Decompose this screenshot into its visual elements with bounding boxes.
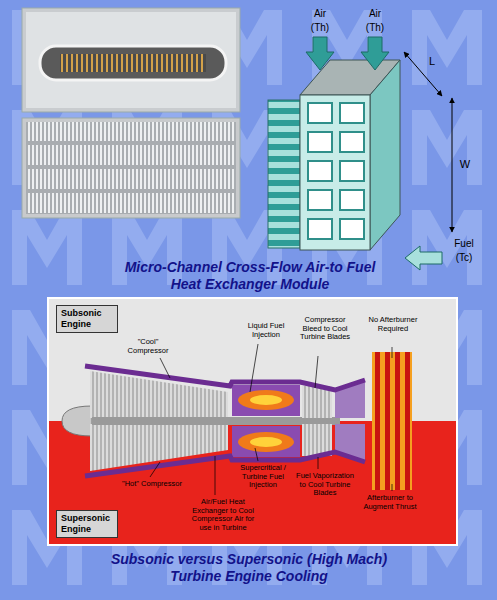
engine-tag: Subsonic Engine: [56, 305, 118, 333]
part-label: Supercritical / Turbine Fuel Injection: [232, 464, 294, 490]
part-label: No Afterburner Required: [366, 316, 420, 333]
part-label: Liquid Fuel Injection: [240, 322, 292, 339]
flow-label: Air: [360, 8, 390, 20]
flow-label: Air: [305, 8, 335, 20]
fuel-channels: [308, 103, 364, 239]
part-label: Fuel Vaporization to Cool Turbine Blades: [296, 472, 354, 498]
combustor: [232, 385, 300, 416]
nose-cone: [62, 406, 92, 436]
afterburner: [372, 352, 412, 490]
photo-frame: [22, 8, 240, 112]
channel-slot: [40, 46, 226, 80]
engine-panel: [48, 298, 457, 545]
photo-ground: [26, 12, 236, 108]
part-label: "Hot" Compressor: [122, 480, 182, 489]
dimension-label: W: [458, 158, 472, 171]
part-label: Compressor Bleed to Cool Turbine Blades: [296, 316, 354, 342]
width-dimension: [452, 98, 453, 232]
photo-frame: [22, 118, 240, 218]
air-arrow: [361, 37, 389, 70]
front-face: [300, 95, 370, 250]
temperature-label: (Th): [305, 22, 335, 34]
leader-lines: [150, 344, 392, 495]
fuel-arrow: [405, 246, 442, 270]
caption: Subsonic versus Supersonic (High Mach) T…: [108, 551, 390, 585]
length-dimension: [404, 52, 442, 96]
caption: Micro-Channel Cross-Flow Air-to Fuel Hea…: [115, 259, 385, 293]
engine-tag: Supersonic Engine: [56, 510, 118, 538]
part-label: "Cool" Compressor: [118, 338, 178, 355]
air-arrow: [306, 37, 334, 70]
dimension-label: L: [425, 55, 439, 68]
air-fins: [268, 100, 300, 248]
node-text: Supersonic Engine: [61, 513, 113, 535]
temperature-label: (Th): [360, 22, 390, 34]
flow-label: Fuel: [447, 238, 481, 250]
casing: [85, 366, 365, 390]
side-face: [370, 60, 400, 250]
part-label: Air/Fuel Heat Exchanger to Cool Compress…: [186, 498, 260, 533]
shaft: [92, 417, 340, 425]
node-text: Subsonic Engine: [61, 308, 113, 330]
combustor: [232, 426, 300, 457]
micro-fins: [60, 54, 206, 72]
flame-core: [250, 437, 282, 447]
fin-rows: [26, 122, 236, 214]
part-label: Afterburner to Augment Thrust: [360, 494, 420, 511]
flame: [238, 432, 294, 452]
temperature-label: (Tc): [447, 252, 481, 264]
flame: [238, 390, 294, 410]
flame-core: [250, 395, 282, 405]
